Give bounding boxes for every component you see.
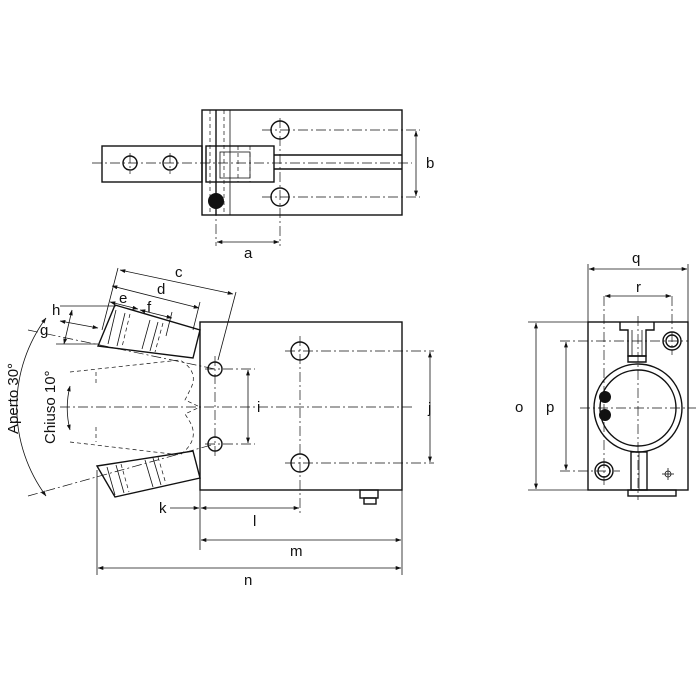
lower-jaw-arm (95, 450, 201, 498)
angle-open-label: Aperto 30° (5, 363, 22, 434)
label-l: l (253, 513, 256, 530)
top-view-body (201, 109, 403, 216)
label-g: g (40, 322, 48, 339)
top-view-arm (101, 145, 203, 183)
side-sensor-dot-1 (599, 391, 611, 403)
label-i: i (257, 399, 260, 416)
bottom-fitting (359, 489, 379, 499)
side-sensor-dot-2 (599, 409, 611, 421)
label-n: n (244, 572, 252, 589)
label-h: h (52, 302, 60, 319)
upper-jaw-arm (97, 304, 201, 359)
label-k: k (159, 500, 167, 517)
label-d: d (157, 281, 165, 298)
label-q: q (632, 250, 640, 267)
label-m: m (290, 543, 303, 560)
label-f: f (147, 299, 152, 316)
label-e: e (119, 290, 127, 307)
side-view (528, 264, 696, 500)
label-p: p (546, 399, 554, 416)
label-a: a (244, 245, 253, 262)
angle-closed-label: Chiuso 10° (42, 370, 59, 444)
label-j: j (427, 400, 431, 417)
top-view-clevis (205, 145, 275, 183)
label-c: c (175, 264, 183, 281)
label-o: o (515, 399, 523, 416)
front-view (16, 267, 434, 575)
front-view-body (199, 321, 403, 491)
label-b: b (426, 155, 434, 172)
label-r: r (636, 279, 641, 296)
top-view (92, 109, 420, 246)
